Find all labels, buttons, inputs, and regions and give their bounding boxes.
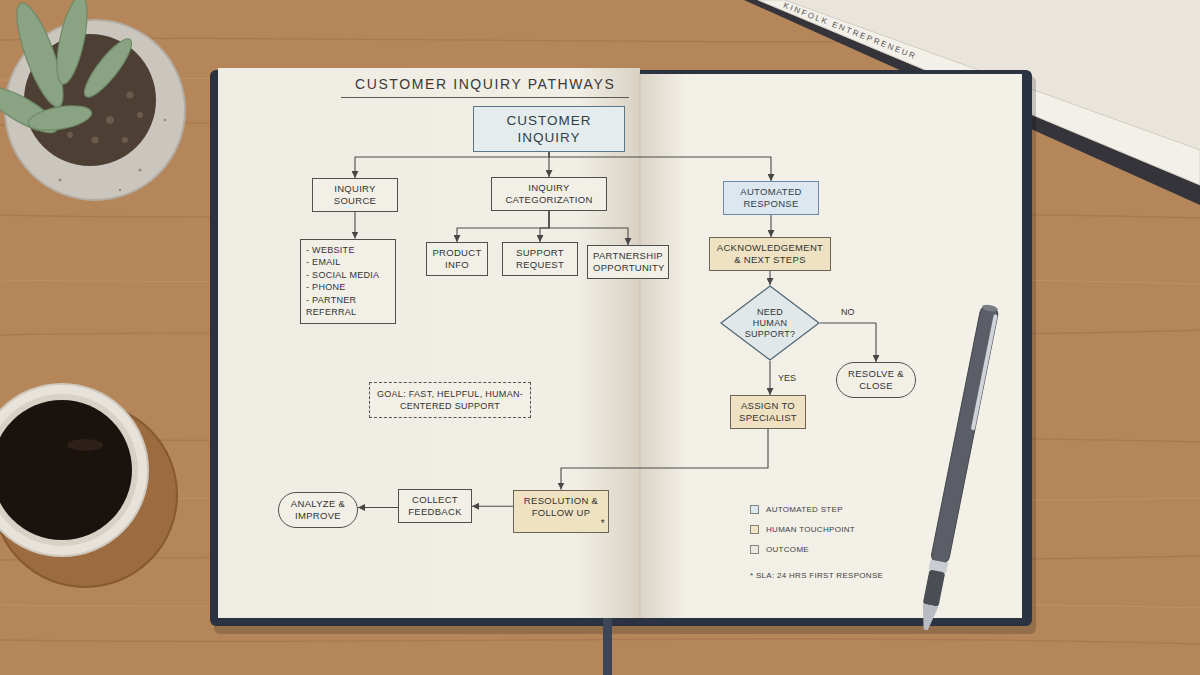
legend-text: AUTOMATED STEP xyxy=(766,505,843,514)
process-box: COLLECT FEEDBACK xyxy=(398,489,472,523)
start-box: CUSTOMER INQUIRY xyxy=(473,106,625,152)
box-label: SUPPORT REQUEST xyxy=(508,247,572,271)
box-label: PARTNERSHIP OPPORTUNITY xyxy=(593,250,663,274)
box-label: INQUIRY SOURCE xyxy=(318,183,392,207)
list-box: - WEBSITE- EMAIL- SOCIAL MEDIA- PHONE- P… xyxy=(300,239,396,324)
goal-note: GOAL: FAST, HELPFUL, HUMAN-CENTERED SUPP… xyxy=(369,382,531,418)
box-label: RESOLVE & CLOSE xyxy=(846,368,906,392)
connector xyxy=(561,429,768,490)
book-spine-title: KINFOLK ENTREPRENEUR xyxy=(782,1,918,61)
diamond-shape xyxy=(721,286,819,360)
bookmark-ribbon xyxy=(603,618,612,675)
pen xyxy=(917,303,1000,631)
list-item: - PHONE xyxy=(306,281,390,294)
legend-text: OUTCOME xyxy=(766,545,809,554)
legend-text: HUMAN TOUCHPOINT xyxy=(766,525,855,534)
box-label: AUTOMATED RESPONSE xyxy=(729,186,813,210)
box-label: CUSTOMER INQUIRY xyxy=(484,112,614,146)
edge-label: NO xyxy=(839,307,857,318)
footnote: * SLA: 24 HRS FIRST RESPONSE xyxy=(750,571,883,580)
connector xyxy=(355,152,549,178)
category-box: PARTNERSHIP OPPORTUNITY xyxy=(587,245,669,279)
legend-swatch xyxy=(750,545,759,554)
connector xyxy=(358,507,398,508)
process-box: INQUIRY CATEGORIZATION xyxy=(491,177,607,211)
human-box: RESOLUTION & FOLLOW UP* xyxy=(513,490,609,533)
coffee-cup xyxy=(0,384,177,587)
box-label: ANALYZE & IMPROVE xyxy=(288,498,348,522)
box-label: PRODUCT INFO xyxy=(432,247,482,271)
box-label: NEED HUMAN SUPPORT? xyxy=(743,307,797,340)
list-item: - EMAIL xyxy=(306,256,390,269)
box-label: RESOLUTION & FOLLOW UP xyxy=(519,495,603,519)
edge-label: YES xyxy=(776,373,798,384)
decision-diamond: NEED HUMAN SUPPORT? xyxy=(720,285,820,361)
legend-row: HUMAN TOUCHPOINT xyxy=(750,525,855,534)
footnote-mark: * xyxy=(519,519,605,528)
box-label: INQUIRY CATEGORIZATION xyxy=(497,182,601,206)
connector xyxy=(769,361,770,395)
list-item: - PARTNER REFERRAL xyxy=(306,294,390,319)
connector xyxy=(354,212,355,239)
legend-swatch xyxy=(750,505,759,514)
list-item: - WEBSITE xyxy=(306,244,390,257)
legend-row: OUTCOME xyxy=(750,545,809,554)
box-label: ACKNOWLEDGEMENT & NEXT STEPS xyxy=(715,242,825,266)
box-label: ASSIGN TO SPECIALIST xyxy=(736,400,800,424)
right-page xyxy=(640,74,1022,618)
outcome-pill: ANALYZE & IMPROVE xyxy=(278,492,358,528)
category-box: SUPPORT REQUEST xyxy=(502,242,578,276)
connector xyxy=(540,211,549,242)
human-box: ACKNOWLEDGEMENT & NEXT STEPS xyxy=(709,237,831,271)
page-gutter xyxy=(640,74,641,618)
succulent-leaves xyxy=(0,0,138,140)
box-label: COLLECT FEEDBACK xyxy=(404,494,466,518)
category-box: PRODUCT INFO xyxy=(426,242,488,276)
connector xyxy=(457,211,549,242)
legend-row: AUTOMATED STEP xyxy=(750,505,843,514)
diagram-title: CUSTOMER INQUIRY PATHWAYS xyxy=(341,76,629,98)
process-box: INQUIRY SOURCE xyxy=(312,178,398,212)
connector xyxy=(549,211,628,245)
human-box: ASSIGN TO SPECIALIST xyxy=(730,395,806,429)
box-label: GOAL: FAST, HELPFUL, HUMAN-CENTERED SUPP… xyxy=(376,388,524,412)
connector xyxy=(820,323,876,362)
connector xyxy=(472,506,513,507)
connector xyxy=(769,271,770,285)
legend-swatch xyxy=(750,525,759,534)
list-item: - SOCIAL MEDIA xyxy=(306,269,390,282)
plant-pot xyxy=(0,0,185,200)
automated-box: AUTOMATED RESPONSE xyxy=(723,181,819,215)
left-page xyxy=(218,68,640,618)
connector xyxy=(770,215,771,237)
outcome-pill: RESOLVE & CLOSE xyxy=(836,362,916,398)
